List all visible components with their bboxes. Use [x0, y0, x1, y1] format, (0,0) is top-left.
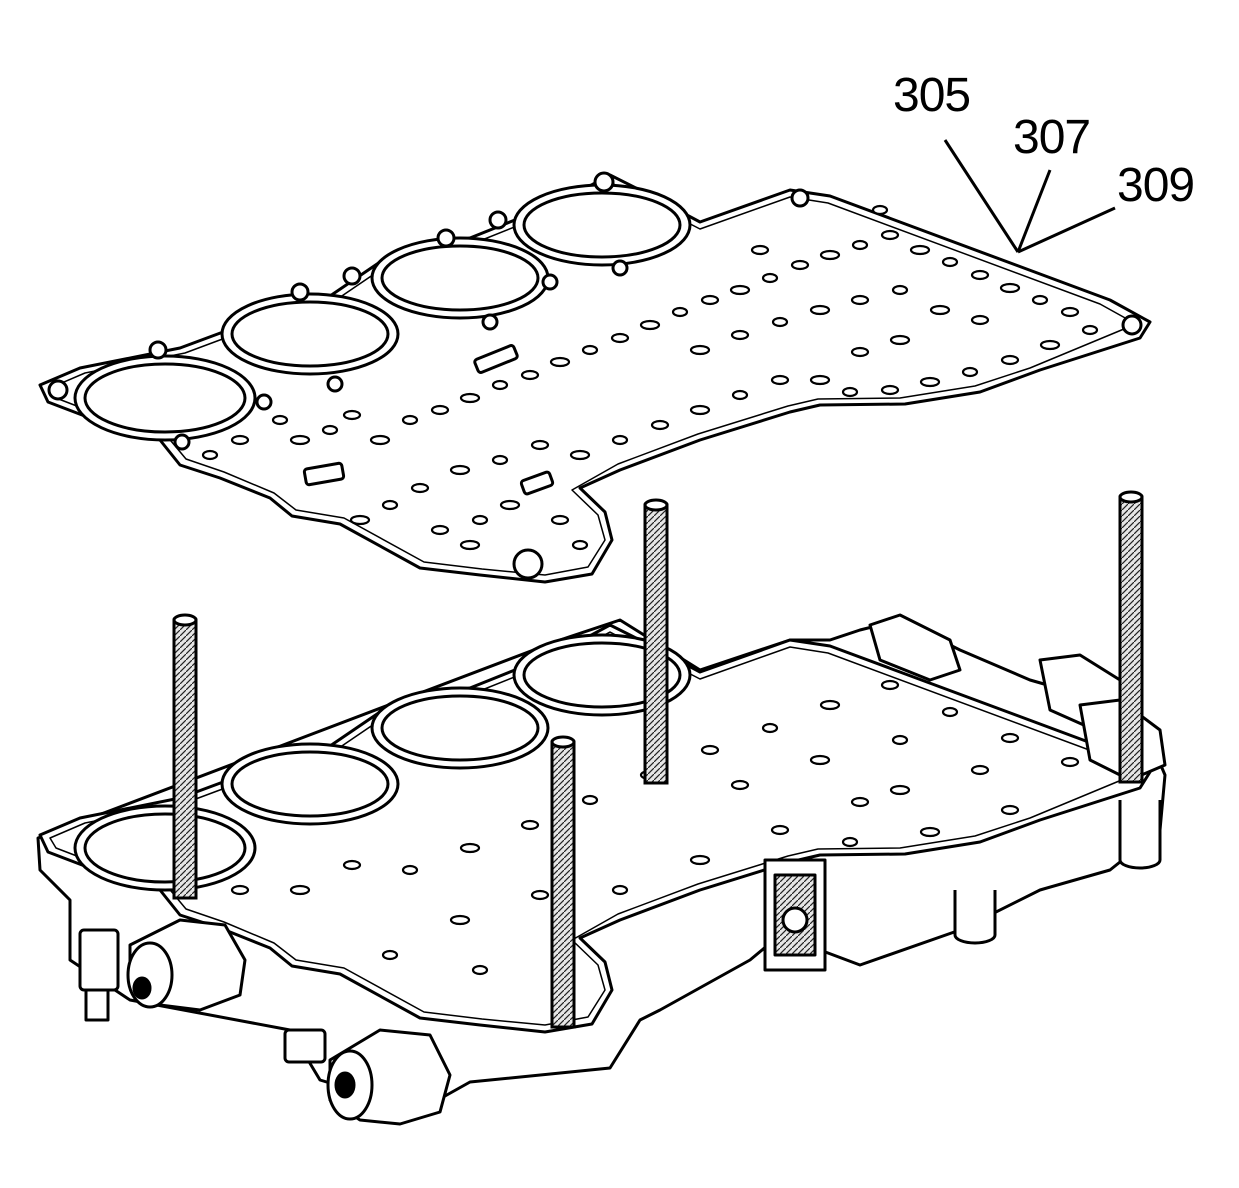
mounting-bosses: [953, 800, 1162, 945]
callout-307: 307: [1013, 111, 1091, 164]
gasket-slots: [302, 344, 555, 496]
leader-309: [1017, 206, 1116, 254]
spacer-plate-gasket: [38, 171, 1152, 584]
leader-307: [1016, 169, 1052, 253]
alignment-studs: [172, 490, 1144, 1029]
stud-left: [172, 613, 198, 900]
gasket-bolt-ears: [47, 171, 1143, 580]
callout-leader-lines: [943, 139, 1116, 254]
valve-body-passages: [230, 679, 1080, 976]
stud-right: [1118, 490, 1144, 784]
gasket-bore-rings: [73, 183, 692, 442]
left-solenoid: [78, 918, 247, 1022]
callout-305: 305: [893, 69, 971, 122]
valve-body-bores: [73, 633, 692, 892]
control-valve-body: [36, 613, 1167, 1126]
stud-rear: [643, 498, 669, 785]
wiring-connector: [763, 858, 827, 972]
stud-center: [550, 735, 576, 1029]
leader-305: [943, 139, 1020, 253]
front-solenoid: [283, 1028, 452, 1126]
callout-309: 309: [1117, 159, 1195, 212]
gasket-passages: [201, 204, 1099, 551]
